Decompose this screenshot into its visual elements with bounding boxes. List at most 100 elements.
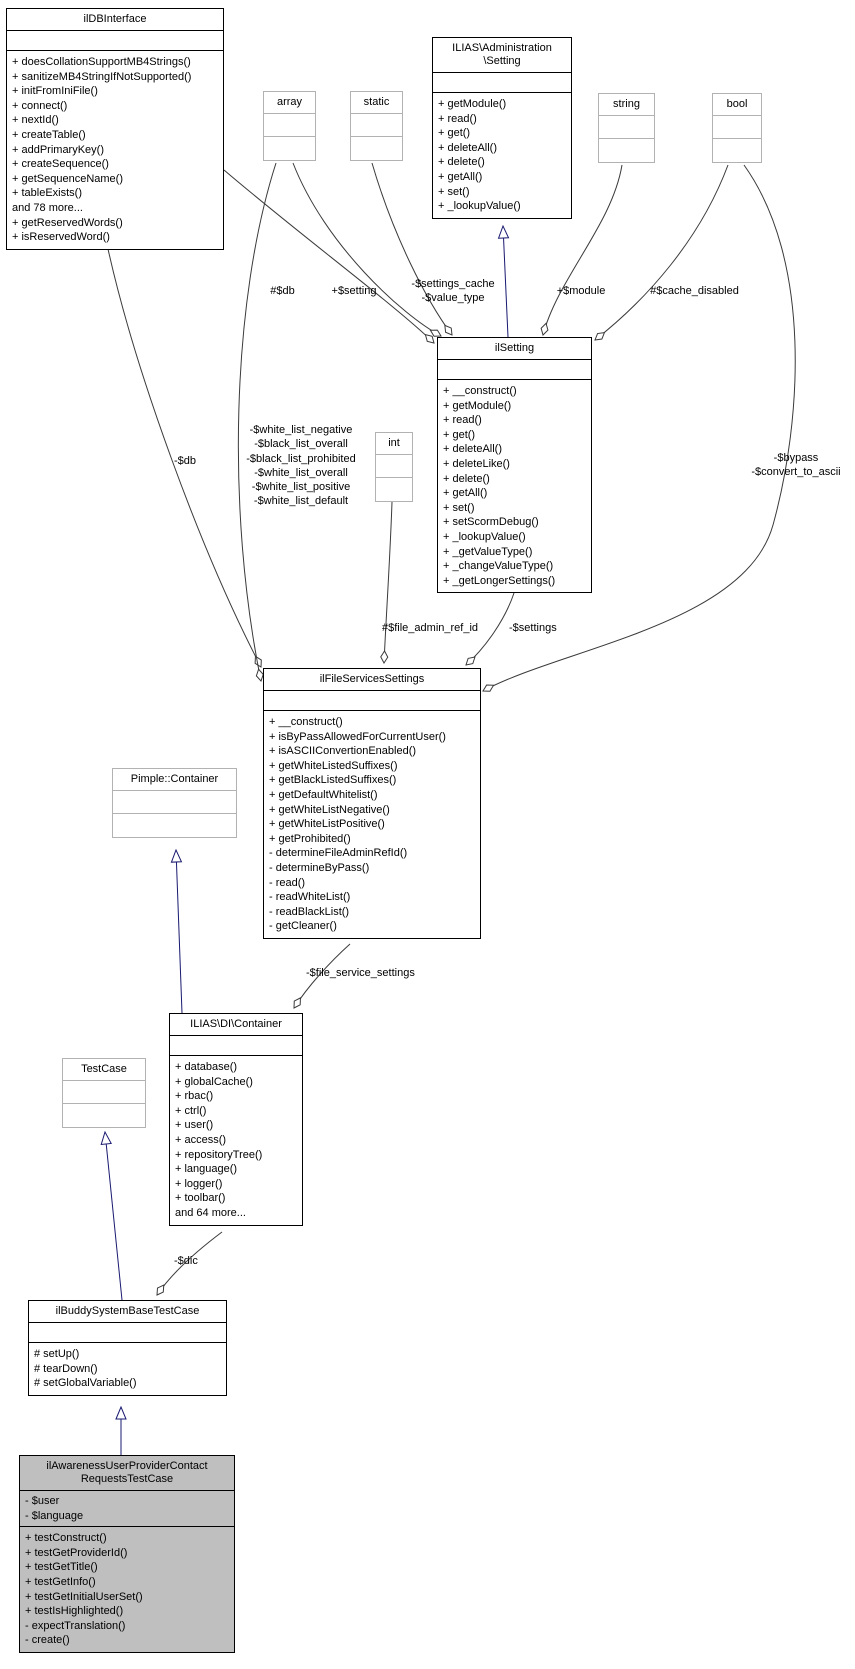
edge-label-dic: -$dic bbox=[174, 1255, 198, 1267]
method-item: + isReservedWord() bbox=[12, 231, 110, 244]
method-item: + testIsHighlighted() bbox=[25, 1605, 124, 1618]
class-box-bool: bool bbox=[712, 93, 762, 163]
method-item: + getReservedWords() bbox=[12, 216, 123, 229]
method-item: # tearDown() bbox=[34, 1362, 98, 1375]
edge-label-module-member: +$module bbox=[556, 285, 606, 297]
method-item: - readWhiteList() bbox=[269, 891, 351, 904]
edge-label-setting-member: +$setting bbox=[331, 285, 377, 297]
method-item: + getSequenceName() bbox=[12, 172, 123, 185]
method-item: + repositoryTree() bbox=[175, 1148, 263, 1161]
attribute-item: - $user bbox=[25, 1495, 60, 1507]
class-box-int: int bbox=[375, 432, 413, 502]
attributes-section-empty bbox=[438, 360, 591, 380]
method-item: + getModule() bbox=[438, 98, 507, 110]
method-item: + initFromIniFile() bbox=[12, 85, 98, 98]
method-item: + get() bbox=[438, 127, 471, 140]
methods-section-empty bbox=[351, 137, 402, 160]
method-item: + getWhiteListPositive() bbox=[269, 818, 385, 831]
attributes-section-empty bbox=[170, 1036, 302, 1056]
attributes-section-empty bbox=[376, 455, 412, 478]
method-item: + setScormDebug() bbox=[443, 516, 539, 529]
methods-section: + testConstruct() + testGetProviderId() … bbox=[20, 1527, 234, 1652]
class-box-ilbuddysystembasetestcase[interactable]: ilBuddySystemBaseTestCase # setUp() # te… bbox=[28, 1300, 227, 1396]
method-item: + _getLongerSettings() bbox=[443, 574, 556, 587]
method-item: and 64 more... bbox=[175, 1206, 246, 1219]
edge-bool-to-ilsetting bbox=[594, 164, 729, 341]
attributes-section-empty bbox=[433, 73, 571, 93]
edge-label-file-admin-ref-id: #$file_admin_ref_id bbox=[382, 622, 479, 634]
attributes-section-empty bbox=[351, 114, 402, 137]
edge-db-to-filesettings bbox=[107, 248, 262, 668]
methods-section-empty bbox=[63, 1104, 145, 1127]
edge-label-line: -$white_list_positive bbox=[251, 481, 351, 494]
edge-label-settings-member: -$settings bbox=[509, 622, 557, 634]
method-item: + _changeValueType() bbox=[443, 560, 554, 573]
method-item: + globalCache() bbox=[175, 1075, 253, 1088]
edge-label-settings-cache-value-type: -$settings_cache -$value_type bbox=[393, 277, 513, 306]
edge-bool-to-filesettings bbox=[482, 164, 796, 692]
class-title: int bbox=[376, 433, 412, 455]
edge-label-line: -$white_list_overall bbox=[254, 466, 348, 479]
method-item: + getProhibited() bbox=[269, 832, 351, 845]
method-item: + deleteAll() bbox=[438, 141, 498, 154]
methods-section-empty bbox=[376, 478, 412, 501]
method-item: - create() bbox=[25, 1634, 70, 1647]
class-title: ilBuddySystemBaseTestCase bbox=[29, 1301, 226, 1323]
class-title: ILIAS\Administration \Setting bbox=[433, 38, 571, 73]
class-title: static bbox=[351, 92, 402, 114]
class-box-ilias-di-container[interactable]: ILIAS\DI\Container + database() + global… bbox=[169, 1013, 303, 1226]
edge-label-line: -$value_type bbox=[421, 292, 485, 305]
class-box-array: array bbox=[263, 91, 316, 161]
methods-section: + database() + globalCache() + rbac() + … bbox=[170, 1056, 302, 1225]
class-title: Pimple::Container bbox=[113, 769, 236, 791]
class-box-ilfileservicessettings[interactable]: ilFileServicesSettings + __construct() +… bbox=[263, 668, 481, 939]
edge-label-cache-disabled-member: #$cache_disabled bbox=[650, 285, 739, 297]
method-item: + getModule() bbox=[443, 399, 512, 412]
edge-inheritance-buddy-testcase bbox=[105, 1132, 123, 1301]
methods-section: + getModule() + read() + get() + deleteA… bbox=[433, 93, 571, 218]
edge-db-to-ilsetting bbox=[223, 169, 435, 344]
edge-label-line: -$convert_to_ascii bbox=[751, 466, 841, 479]
method-item: + createSequence() bbox=[12, 158, 109, 171]
method-item: + connect() bbox=[12, 99, 68, 112]
method-item: + getAll() bbox=[438, 170, 483, 183]
class-box-testcase: TestCase bbox=[62, 1058, 146, 1128]
method-item: - determineFileAdminRefId() bbox=[269, 847, 408, 860]
class-title: ilFileServicesSettings bbox=[264, 669, 480, 691]
method-item: + __construct() bbox=[443, 385, 517, 397]
class-title-line: \Setting bbox=[483, 55, 521, 67]
methods-section-empty bbox=[713, 139, 761, 162]
edge-label-db-file-member: -$db bbox=[173, 455, 197, 467]
method-item: + testGetInfo() bbox=[25, 1575, 96, 1588]
method-item: + rbac() bbox=[175, 1090, 214, 1103]
method-item: + _lookupValue() bbox=[443, 530, 526, 543]
method-item: - readBlackList() bbox=[269, 905, 350, 918]
edge-label-line: -$white_list_negative bbox=[249, 424, 353, 436]
class-title: string bbox=[599, 94, 654, 116]
class-box-ilias-administration-setting[interactable]: ILIAS\Administration \Setting + getModul… bbox=[432, 37, 572, 219]
attributes-section: - $user - $language bbox=[20, 1491, 234, 1528]
class-title-line: RequestsTestCase bbox=[80, 1473, 174, 1485]
class-box-ilsetting[interactable]: ilSetting + __construct() + getModule() … bbox=[437, 337, 592, 594]
method-item: + testGetProviderId() bbox=[25, 1546, 128, 1559]
methods-section: # setUp() # tearDown() # setGlobalVariab… bbox=[29, 1343, 226, 1395]
edge-dicontainer-to-buddytestcase bbox=[156, 1231, 223, 1296]
class-box-string: string bbox=[598, 93, 655, 163]
class-title: array bbox=[264, 92, 315, 114]
method-item: + getWhiteListedSuffixes() bbox=[269, 759, 398, 772]
methods-section: + __construct() + isByPassAllowedForCurr… bbox=[264, 711, 480, 938]
method-item: # setGlobalVariable() bbox=[34, 1377, 137, 1390]
edge-array-to-ilsetting bbox=[292, 162, 442, 337]
method-item: + tableExists() bbox=[12, 187, 82, 200]
method-item: + deleteLike() bbox=[443, 457, 510, 470]
attributes-section-empty bbox=[264, 691, 480, 711]
class-title-line: ILIAS\Administration bbox=[452, 42, 552, 54]
edge-int-to-filesettings bbox=[380, 501, 393, 664]
method-item: + _getValueType() bbox=[443, 545, 533, 558]
method-item: + toolbar() bbox=[175, 1192, 226, 1205]
method-item: + testGetInitialUserSet() bbox=[25, 1590, 143, 1603]
method-item: and 78 more... bbox=[12, 201, 83, 214]
method-item: + logger() bbox=[175, 1177, 223, 1190]
class-box-ildbinterface[interactable]: ilDBInterface + doesCollationSupportMB4S… bbox=[6, 8, 224, 250]
method-item: + isByPassAllowedForCurrentUser() bbox=[269, 730, 446, 743]
